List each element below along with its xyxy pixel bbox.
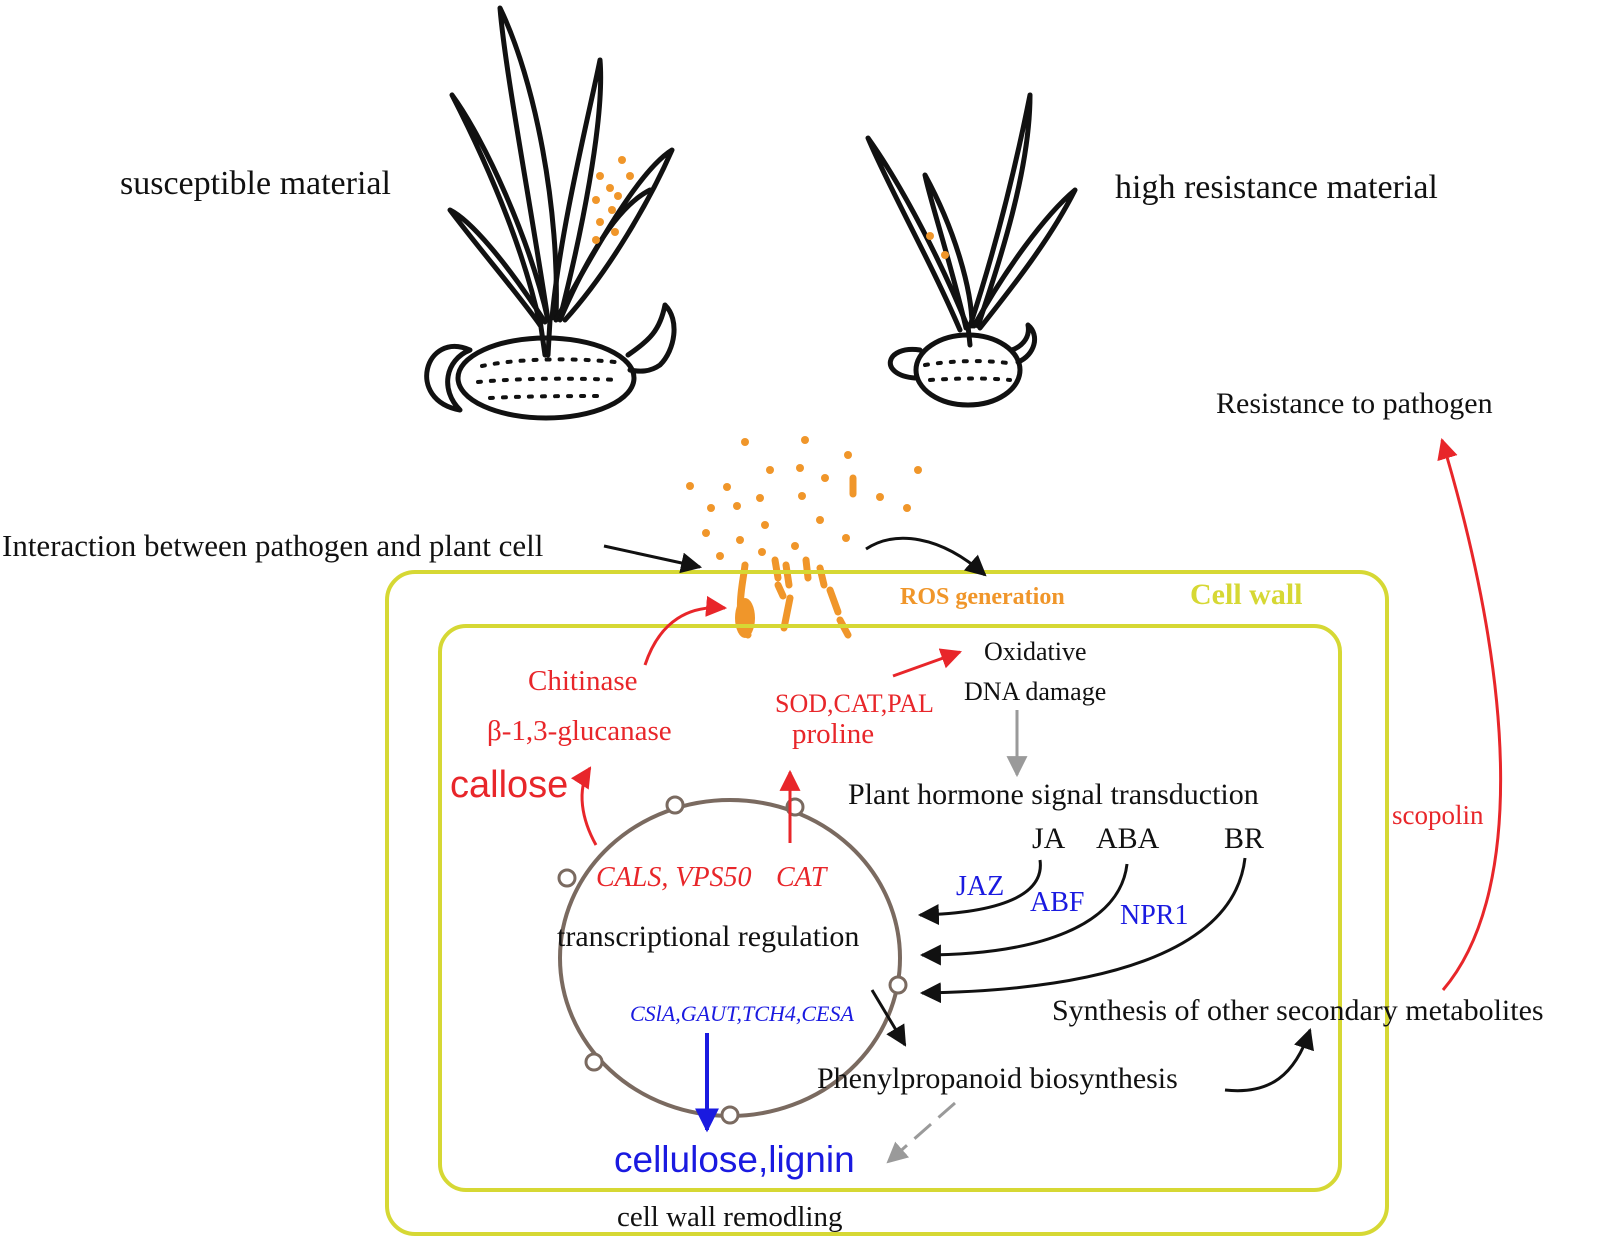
cellulose-lignin-label: cellulose,lignin bbox=[614, 1139, 855, 1180]
cell-wall-box bbox=[385, 570, 1389, 1236]
aba-label: ABA bbox=[1096, 822, 1160, 855]
arrow-interaction bbox=[603, 544, 703, 574]
callose-label: callose bbox=[450, 764, 568, 806]
cell-wall-remodeling-label: cell wall remodling bbox=[617, 1201, 843, 1233]
ja-label: JA bbox=[1032, 822, 1066, 855]
transcription-label: transcriptional regulation bbox=[557, 920, 859, 953]
hormone-label: Plant hormone signal transduction bbox=[848, 778, 1259, 811]
cell-membrane-box bbox=[438, 624, 1342, 1192]
cell-wall-label: Cell wall bbox=[1190, 578, 1303, 611]
oxidative-label: Oxidative bbox=[984, 637, 1087, 666]
pathogen-hyphae bbox=[736, 474, 857, 639]
resistant-corm-dots bbox=[923, 359, 1017, 382]
chitinase-label: Chitinase bbox=[528, 665, 638, 697]
abf-label: ABF bbox=[1030, 887, 1084, 918]
dna-damage-label: DNA damage bbox=[964, 677, 1106, 706]
ros-label: ROS generation bbox=[900, 584, 1065, 610]
susceptible-corm-dots bbox=[476, 357, 622, 400]
arrow-ja bbox=[917, 859, 1042, 926]
resistance-label: Resistance to pathogen bbox=[1216, 387, 1493, 420]
arrow-secondary bbox=[1224, 1028, 1314, 1093]
nuclear-pores bbox=[557, 795, 908, 1125]
resistant-label: high resistance material bbox=[1115, 169, 1438, 206]
arrow-oxidative bbox=[892, 648, 962, 678]
interaction-label: Interaction between pathogen and plant c… bbox=[2, 528, 543, 563]
resistant-plant-illustration bbox=[865, 92, 1078, 408]
arrows bbox=[571, 437, 1503, 1164]
cell-wall-genes-label: CSlA,GAUT,TCH4,CESA bbox=[630, 1001, 854, 1026]
sod-cat-pal-label: SOD,CAT,PAL bbox=[775, 689, 934, 718]
scopolin-label: scopolin bbox=[1392, 800, 1484, 830]
glucanase-label: β-1,3-glucanase bbox=[487, 715, 672, 747]
jaz-label: JAZ bbox=[956, 871, 1004, 902]
arrow-phenyl bbox=[870, 989, 907, 1047]
npr1-label: NPR1 bbox=[1120, 900, 1188, 931]
secondary-metabolites-label: Synthesis of other secondary metabolites bbox=[1052, 994, 1544, 1027]
pathogen-spores bbox=[686, 436, 922, 560]
arrow-aba bbox=[919, 863, 1129, 966]
arrow-chitinase bbox=[643, 595, 728, 666]
arrow-resistance bbox=[1437, 437, 1503, 991]
susceptible-lesion-dots bbox=[592, 156, 634, 244]
arrow-callose bbox=[571, 766, 598, 846]
resistant-lesion-dots bbox=[926, 232, 949, 259]
proline-label: proline bbox=[792, 718, 874, 750]
phenylpropanoid-label: Phenylpropanoid biosynthesis bbox=[817, 1062, 1178, 1095]
pathogen-appressorium bbox=[735, 598, 755, 638]
susceptible-label: susceptible material bbox=[120, 165, 391, 202]
arrow-br bbox=[919, 857, 1247, 1004]
arrow-ros bbox=[865, 536, 987, 577]
susceptible-plant-illustration bbox=[424, 5, 677, 421]
cals-vps50-label: CALS, VPS50 bbox=[596, 862, 752, 893]
br-label: BR bbox=[1224, 822, 1264, 855]
cat-gene-label: CAT bbox=[776, 862, 829, 893]
arrow-phenyl-lignin bbox=[886, 1101, 956, 1164]
